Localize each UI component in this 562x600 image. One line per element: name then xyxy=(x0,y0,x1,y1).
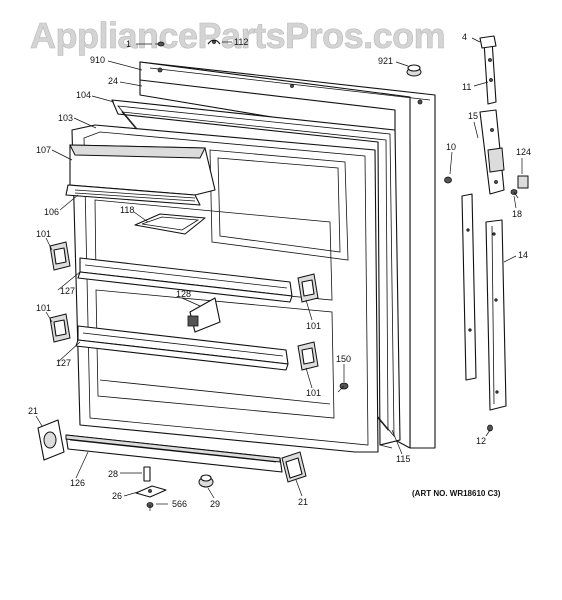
egg-tray xyxy=(134,213,206,235)
mounting-screw xyxy=(146,502,154,511)
callout-118: 118 xyxy=(120,205,134,215)
callout-101-right-lower: 101 xyxy=(306,388,321,398)
callout-127-lower: 127 xyxy=(56,358,71,368)
shelf-end-cap-left-upper xyxy=(49,241,71,271)
callout-21-left: 21 xyxy=(28,406,38,416)
shelf-retainer-clip xyxy=(187,297,221,333)
callout-10: 10 xyxy=(446,142,456,152)
callout-28: 28 xyxy=(108,469,118,479)
door-screw xyxy=(337,382,349,393)
handle-end-cap-left xyxy=(37,419,65,461)
callout-101-left-upper: 101 xyxy=(36,229,51,239)
callout-127-upper: 127 xyxy=(60,286,75,296)
callout-4: 4 xyxy=(462,32,467,42)
hinge-screw xyxy=(444,176,452,184)
handle-bracket xyxy=(135,485,167,498)
watermark-text: AppliancePartsPros.com xyxy=(30,15,445,56)
door-stop-plug xyxy=(198,474,214,488)
handle-pin xyxy=(143,466,151,482)
callout-150: 150 xyxy=(336,354,351,364)
callout-101-right-upper: 101 xyxy=(306,321,321,331)
bottom-hinge-channel xyxy=(485,219,507,411)
callout-566: 566 xyxy=(172,499,187,509)
callout-115: 115 xyxy=(396,454,410,464)
upper-door-shelf xyxy=(77,257,293,303)
callout-103: 103 xyxy=(58,113,73,123)
callout-21-right: 21 xyxy=(298,497,308,507)
callout-15: 15 xyxy=(468,111,478,121)
door-hinge-bracket xyxy=(479,109,505,195)
hinge-shim xyxy=(517,175,529,189)
callout-112: 112 xyxy=(234,37,248,47)
callout-106: 106 xyxy=(44,207,59,217)
top-hinge xyxy=(479,35,497,105)
callout-14: 14 xyxy=(518,250,528,260)
callout-11: 11 xyxy=(462,82,471,92)
door-handle xyxy=(65,434,283,473)
callout-128: 128 xyxy=(176,289,191,299)
callout-101-left-lower: 101 xyxy=(36,303,51,313)
bottom-screw xyxy=(487,424,493,432)
callout-104: 104 xyxy=(76,90,91,100)
shelf-end-cap-right-lower xyxy=(297,341,319,371)
hinge-cover-strip xyxy=(461,193,477,381)
hinge-bushing xyxy=(207,39,221,45)
callout-29: 29 xyxy=(210,499,220,509)
handle-end-cap-right xyxy=(281,451,307,483)
callout-18: 18 xyxy=(512,209,522,219)
callout-124: 124 xyxy=(516,147,531,157)
plug-button xyxy=(406,64,422,77)
shelf-end-cap-right-upper xyxy=(297,273,319,303)
shelf-end-cap-left-lower xyxy=(49,313,71,343)
hinge-screw-small xyxy=(510,189,519,199)
lower-door-shelf xyxy=(75,325,289,371)
callout-126: 126 xyxy=(70,478,85,488)
callout-labels: 1 112 910 24 104 103 107 106 118 101 127… xyxy=(28,32,531,509)
callout-910: 910 xyxy=(90,55,105,65)
callout-26: 26 xyxy=(112,491,122,501)
dairy-compartment xyxy=(65,144,216,206)
hinge-pin xyxy=(155,41,165,47)
leader-lines xyxy=(35,37,523,505)
callout-12: 12 xyxy=(476,436,486,446)
callout-107: 107 xyxy=(36,145,51,155)
callout-1: 1 xyxy=(126,39,131,49)
callout-921: 921 xyxy=(378,56,393,66)
art-number: (ART NO. WR18610 C3) xyxy=(412,489,501,498)
callout-24: 24 xyxy=(108,76,118,86)
